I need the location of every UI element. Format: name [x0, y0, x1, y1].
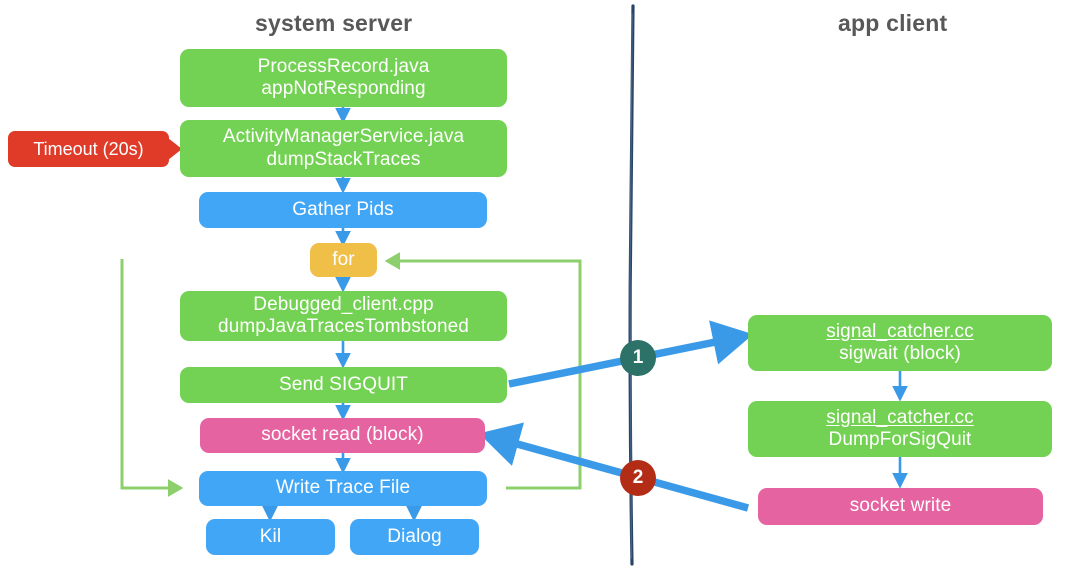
step-badge-2[interactable]: 2 — [620, 460, 656, 496]
node-socket-read[interactable]: socket read (block) — [200, 418, 485, 453]
node-line-1: Debugged_client.cpp — [253, 293, 434, 315]
node-line-1: Kil — [259, 525, 282, 547]
lane-title-system-server: system server — [255, 10, 413, 36]
node-for-loop[interactable]: for — [310, 243, 377, 277]
step-badge-2-label: 2 — [632, 467, 644, 488]
node-line-1: Dialog — [387, 525, 442, 547]
lane-title-app-client: app client — [838, 10, 948, 36]
node-debugged-client[interactable]: Debugged_client.cpp dumpJavaTracesTombst… — [180, 291, 507, 341]
node-line-1: socket write — [849, 495, 952, 517]
node-line-1: Send SIGQUIT — [279, 373, 408, 395]
node-gather-pids[interactable]: Gather Pids — [199, 192, 487, 228]
left-flow-arrows — [262, 107, 422, 522]
timeout-callout-label: Timeout (20s) — [33, 138, 144, 159]
node-kill[interactable]: Kil — [206, 519, 335, 555]
node-line-1: ProcessRecord.java — [257, 55, 430, 77]
timeout-callout[interactable]: Timeout (20s) — [8, 131, 182, 167]
step-badge-1[interactable]: 1 — [620, 340, 656, 376]
step-badge-1-label: 1 — [632, 347, 644, 368]
node-dialog[interactable]: Dialog — [350, 519, 479, 555]
node-send-sigquit[interactable]: Send SIGQUIT — [180, 367, 507, 403]
node-signal-catcher-dumpforsigquit[interactable]: signal_catcher.cc DumpForSigQuit — [748, 401, 1052, 457]
node-line-2: sigwait (block) — [839, 343, 961, 364]
callout-tail-icon — [168, 138, 182, 160]
node-activity-manager-service[interactable]: ActivityManagerService.java dumpStackTra… — [180, 120, 507, 177]
node-process-record[interactable]: ProcessRecord.java appNotResponding — [180, 49, 507, 107]
loop-arrow-into-write-trace — [120, 259, 184, 497]
node-line-1: Gather Pids — [292, 198, 394, 220]
node-line-2: DumpForSigQuit — [828, 429, 972, 450]
node-line-2: dumpStackTraces — [266, 148, 421, 170]
node-socket-write[interactable]: socket write — [758, 488, 1043, 525]
node-line-1: signal_catcher.cc — [826, 320, 974, 342]
node-line-1: Write Trace File — [275, 477, 411, 499]
node-line-2: appNotResponding — [261, 78, 426, 99]
node-signal-catcher-sigwait[interactable]: signal_catcher.cc sigwait (block) — [748, 315, 1052, 371]
node-line-2: dumpJavaTracesTombstoned — [218, 316, 469, 337]
loop-arrow-back-to-for — [384, 252, 582, 490]
node-line-1: socket read (block) — [261, 424, 424, 446]
node-line-1: for — [332, 248, 355, 270]
node-line-1: ActivityManagerService.java — [222, 126, 465, 148]
node-write-trace-file[interactable]: Write Trace File — [199, 471, 487, 506]
node-line-1: signal_catcher.cc — [826, 406, 974, 428]
